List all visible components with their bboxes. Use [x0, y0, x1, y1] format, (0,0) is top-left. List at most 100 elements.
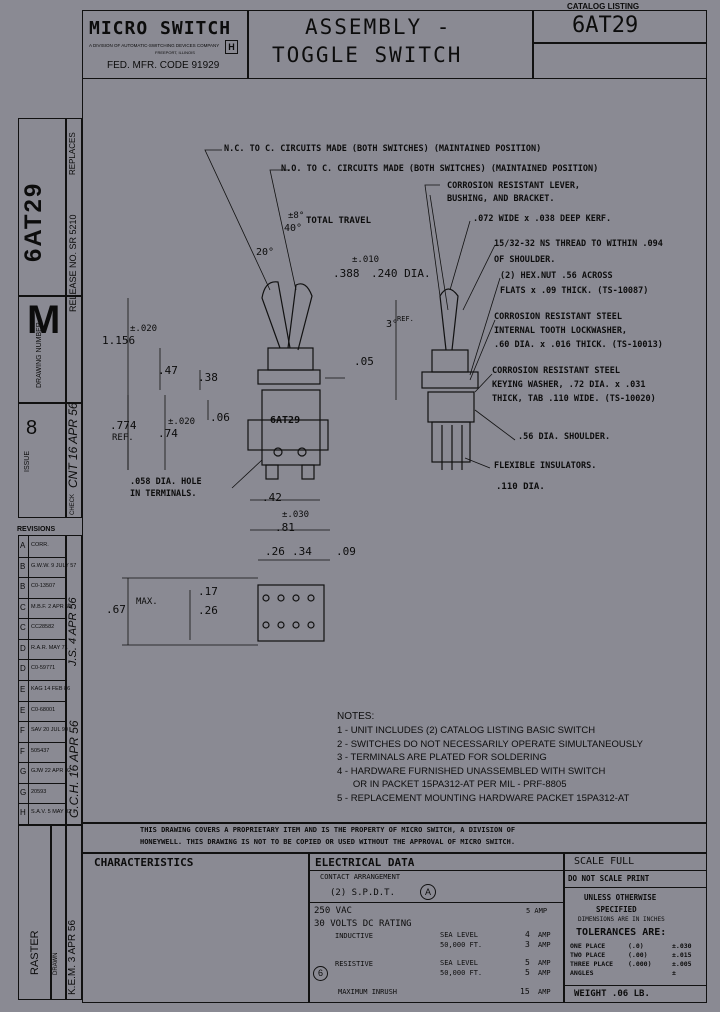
toggle-lever-right	[287, 283, 313, 351]
tolerance-ex: (.0)	[628, 942, 644, 950]
tolerance-label: THREE PLACE	[570, 960, 614, 968]
callout-thread-2: OF SHOULDER.	[494, 255, 556, 265]
dim-240: .240 DIA.	[371, 267, 431, 280]
dim-09: .09	[336, 545, 356, 558]
dim-20: 20°	[256, 247, 275, 258]
revision-text: G.W.W. 9 JULY 57	[31, 562, 77, 569]
tolerance-ex: (.00)	[628, 951, 648, 959]
revisions-title: REVISIONS	[17, 526, 56, 533]
revision-row-divider	[18, 577, 65, 579]
side-terminals	[431, 421, 471, 463]
revision-text: SAV 20 JUL 90	[31, 727, 68, 734]
dim-1156: 1.156	[102, 334, 136, 347]
revision-text: C0-68001	[31, 706, 56, 713]
side-strip-upper	[18, 118, 82, 518]
side-strip-divider	[65, 118, 67, 518]
dim-774: .774	[110, 419, 137, 432]
title-divider-1	[247, 10, 249, 78]
revision-row-divider	[18, 824, 65, 825]
side-catalog-number: 6AT29	[20, 181, 47, 262]
dim-8: ±8°	[288, 211, 305, 221]
revision-mark: B	[20, 582, 26, 592]
res-sea-amp: AMP	[538, 959, 551, 967]
bottom-divider-1	[308, 853, 310, 1003]
tol-hline-2	[563, 887, 707, 888]
revision-row-divider	[18, 680, 65, 681]
rating-1: 250 VAC	[314, 906, 352, 916]
callout-keying-1: CORROSION RESISTANT STEEL	[492, 366, 620, 376]
ind-sea-label: SEA LEVEL	[440, 931, 478, 939]
revision-mark: D	[20, 643, 26, 653]
dim-67: .67	[106, 603, 126, 616]
inductive-label: INDUCTIVE	[335, 932, 373, 940]
honeywell-h-icon: H	[225, 40, 238, 54]
revision-text: C0-59771	[31, 665, 56, 672]
res-sea-label: SEA LEVEL	[440, 959, 478, 967]
catalog-number: 6AT29	[572, 13, 639, 38]
callout-keying-2: KEYING WASHER, .72 DIA. x .031	[492, 380, 646, 390]
fed-mfr-code: FED. MFR. CODE 91929	[107, 60, 220, 71]
revision-text: S.A.V. 5 MAY 02	[31, 809, 72, 816]
rev-a-triangle: A	[420, 884, 436, 900]
tolerance-label: ANGLES	[570, 969, 594, 977]
rating-2: 30 VOLTS DC RATING	[314, 919, 412, 929]
revision-mark: A	[20, 541, 26, 550]
revision-mark: C	[20, 602, 26, 612]
revision-mark: F	[20, 746, 25, 756]
tolerance-tol: ±.015	[672, 951, 692, 959]
note-item: 3 - TERMINALS ARE PLATED FOR SOLDERING	[337, 752, 547, 763]
note-item: 5 - REPLACEMENT MOUNTING HARDWARE PACKET…	[337, 792, 630, 804]
revision-row-divider	[18, 638, 65, 640]
side-lever	[439, 288, 459, 351]
proprietary-line-2: HONEYWELL. THIS DRAWING IS NOT TO BE COP…	[140, 838, 516, 846]
callout-lever-2: BUSHING, AND BRACKET.	[447, 194, 555, 204]
unless-1: UNLESS OTHERWISE	[584, 893, 657, 902]
company-name: MICRO SWITCH	[89, 18, 232, 39]
revision-mark: B	[20, 561, 26, 571]
dim-388: .388	[333, 267, 360, 280]
dim-05: .05	[354, 355, 374, 368]
revision-text: CC28582	[31, 624, 55, 631]
tolerance-label: TWO PLACE	[570, 951, 606, 959]
res-alt-amp: AMP	[538, 969, 551, 977]
dim-34: .34	[292, 545, 312, 558]
revision-text: KAG 14 FEB 86	[31, 686, 71, 692]
revision-text: GJW 22 APR 92	[31, 768, 72, 775]
revision-mark: F	[20, 726, 25, 736]
drawn-label: DRAWN	[53, 952, 59, 975]
notes-title: NOTES:	[337, 711, 375, 722]
ind-alt-value: 3	[525, 940, 530, 949]
proprietary-box	[82, 823, 707, 853]
elec-hline-2	[308, 902, 563, 903]
body-label: 6AT29	[270, 415, 301, 426]
proprietary-line-1: THIS DRAWING COVERS A PROPRIETARY ITEM A…	[140, 826, 516, 834]
revisions-col-divider-2	[65, 535, 67, 1000]
dim-020: ±.020	[130, 324, 158, 334]
dim-47: .47	[158, 364, 178, 377]
revision-mark: E	[20, 685, 26, 694]
dim-81: .81	[275, 521, 295, 534]
check-signature-3: G.C.H. 16 APR 56	[67, 720, 81, 818]
revision-row-divider	[18, 618, 65, 620]
terminal-2	[301, 464, 315, 480]
revision-row-divider	[18, 762, 65, 764]
check-signature-2: J.S. 4 APR 56	[67, 597, 79, 666]
nut	[257, 369, 321, 385]
tolerance-tol: ±.005	[672, 960, 692, 968]
res-sea-value: 5	[525, 958, 530, 967]
title-line-2: TOGGLE SWITCH	[272, 43, 463, 67]
bushing	[267, 347, 314, 371]
revision-mark: C	[20, 623, 26, 633]
tolerance-label: ONE PLACE	[570, 942, 606, 950]
revision-text: 505437	[31, 747, 50, 754]
characteristics-title: CHARACTERISTICS	[94, 856, 194, 869]
title-block	[82, 10, 707, 78]
bottom-divider-2	[563, 853, 565, 1003]
callout-hexnut-1: (2) HEX.NUT .56 ACROSS	[500, 271, 613, 281]
callout-shoulder: .56 DIA. SHOULDER.	[518, 432, 611, 442]
dim-17: .17	[198, 585, 218, 598]
callout-nc: N.C. TO C. CIRCUITS MADE (BOTH SWITCHES)…	[224, 144, 542, 154]
revision-mark: G	[20, 787, 27, 797]
callout-insulators: FLEXIBLE INSULATORS.	[494, 461, 597, 471]
dim-42: .42	[262, 491, 282, 504]
